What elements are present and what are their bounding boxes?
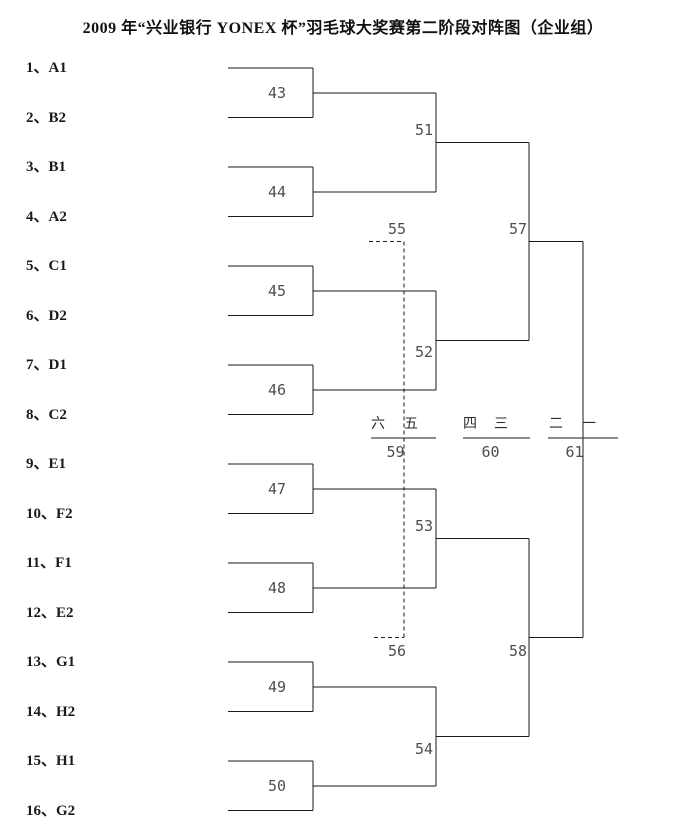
placement-header-fifth: 五 (404, 417, 418, 432)
player-seed-label: 6、D2 (26, 307, 67, 324)
match-number-round1: 47 (267, 480, 287, 498)
match-number-placement-fifth-sixth: 59 (386, 443, 405, 461)
match-number-quarterfinal: 53 (414, 517, 433, 535)
match-number-round1: 43 (267, 84, 287, 102)
match-number-round1: 45 (267, 282, 287, 300)
placement-header-sixth: 六 (371, 417, 385, 432)
match-number-round1: 48 (267, 579, 287, 597)
match-number-quarterfinal: 51 (414, 121, 433, 139)
match-number-round1: 44 (267, 183, 287, 201)
player-seed-label: 7、D1 (26, 357, 67, 373)
match-number-placement-third-fourth: 60 (481, 443, 500, 461)
match-number-consolation: 56 (387, 642, 406, 660)
match-number-semifinal: 57 (508, 220, 527, 238)
round1-lines (228, 67, 436, 811)
placement-header-third: 三 (494, 417, 508, 432)
match-number-round1: 46 (267, 381, 287, 399)
match-number-quarterfinal: 52 (414, 343, 433, 361)
match-number-round1: 50 (267, 777, 287, 795)
match-number-quarterfinal: 54 (414, 740, 433, 758)
player-seed-label: 15、H1 (26, 753, 76, 769)
player-seed-label: 14、H2 (26, 703, 76, 720)
player-seed-label: 8、C2 (26, 406, 67, 423)
match-number-consolation: 55 (387, 220, 406, 238)
player-seed-label: 12、E2 (26, 604, 74, 621)
player-seed-label: 3、B1 (26, 159, 67, 175)
player-seed-label: 11、F1 (26, 555, 72, 571)
page-title: 2009 年“兴业银行 YONEX 杯”羽毛球大奖赛第二阶段对阵图（企业组） (82, 20, 604, 37)
semifinal-lines (528, 142, 583, 737)
player-seed-label: 13、G1 (26, 654, 76, 670)
match-number-round1: 49 (267, 678, 287, 696)
player-seed-label: 2、B2 (26, 109, 67, 126)
quarterfinal-lines (435, 92, 529, 786)
placement-header-fourth: 四 (463, 417, 477, 432)
player-seed-label: 16、G2 (26, 802, 76, 819)
consolation-dashed-lines (369, 240, 405, 638)
placement-header-first: 一 (582, 417, 596, 432)
placement-header-second: 二 (549, 417, 563, 432)
match-number-semifinal: 58 (508, 642, 527, 660)
player-seed-label: 9、E1 (26, 456, 67, 472)
player-seed-label: 1、A1 (26, 60, 67, 76)
player-seed-label: 4、A2 (26, 208, 67, 225)
match-number-placement-final: 61 (565, 443, 584, 461)
player-seed-label: 10、F2 (26, 505, 73, 522)
player-seed-label: 5、C1 (26, 258, 67, 274)
